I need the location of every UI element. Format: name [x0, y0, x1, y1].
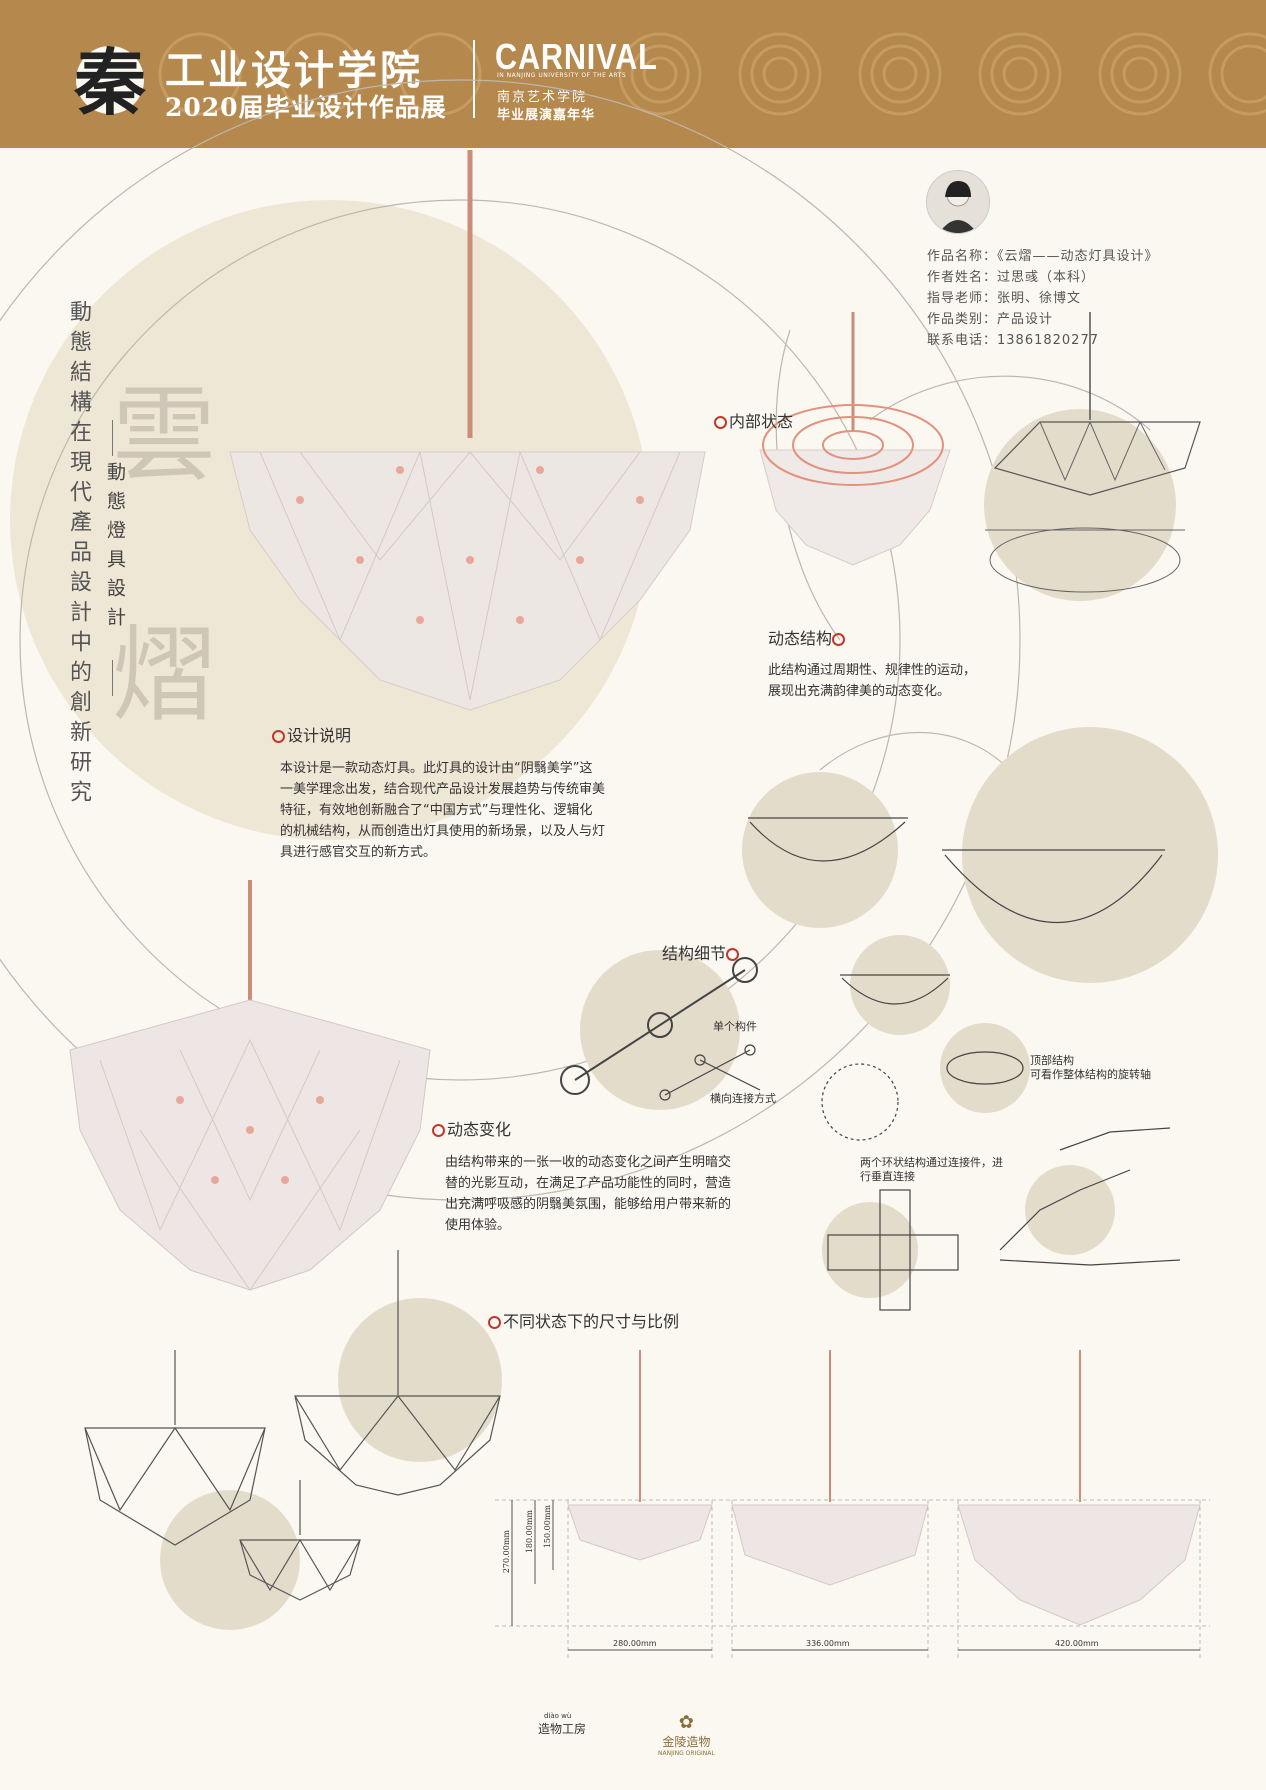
big-title-char-2: 熠 — [112, 614, 217, 736]
section-internal-state: 内部状态 — [714, 408, 793, 432]
header-divider — [473, 40, 475, 118]
vertical-subtitle: 動態燈具設計 — [104, 462, 126, 636]
carnival-title: CARNIVAL — [495, 36, 658, 77]
section-design-desc: 设计说明 — [272, 722, 351, 746]
subtitle-line-top — [112, 420, 113, 456]
info-category: 作品类别：产品设计 — [927, 312, 1054, 327]
dimension-height-small: 150.00mm — [543, 1505, 552, 1549]
label-horizontal-link: 横向连接方式 — [710, 1092, 776, 1105]
marker-icon — [726, 948, 740, 961]
section-dynamic-structure: 动态结构 — [768, 625, 847, 649]
label-ring-connect: 两个环状结构通过连接件，进 行垂直连接 — [860, 1156, 1003, 1183]
label-single-part: 单个构件 — [713, 1020, 757, 1033]
header-pattern — [158, 32, 1266, 116]
exhibition-title: 2020届毕业设计作品展 — [165, 93, 447, 122]
big-title-char-1: 雲 — [112, 374, 217, 496]
info-work-name: 作品名称：《云熠——动态灯具设计》 — [927, 249, 1159, 264]
section-dynamic-change: 动态变化 — [432, 1116, 511, 1140]
marker-icon — [714, 416, 727, 429]
avatar-illustration — [939, 181, 977, 233]
carnival-event: 毕业展演嘉年华 — [497, 108, 596, 123]
dimension-width-2: 336.00mm — [806, 1639, 850, 1648]
vertical-main-title: 動態結構在現代產品設計中的創新研究 — [66, 300, 91, 810]
dimension-width-1: 280.00mm — [613, 1639, 657, 1648]
section-structure-detail: 结构细节 — [662, 940, 741, 964]
section-size-ratio: 不同状态下的尺寸与比例 — [488, 1308, 679, 1332]
info-phone: 联系电话：13861820277 — [927, 333, 1099, 348]
dimension-height-total: 270.00mm — [502, 1530, 511, 1574]
dynamic-change-text: 由结构带来的一张一收的动态变化之间产生明暗交 替的光影互动，在满足了产品功能性的… — [445, 1155, 732, 1233]
seal-logo: 秦 — [73, 40, 147, 124]
dynamic-structure-text: 此结构通过周期性、规律性的运动， 展现出充满韵律美的动态变化。 — [768, 663, 977, 699]
marker-icon — [488, 1316, 501, 1329]
svg-text:秦: 秦 — [73, 40, 147, 124]
dimension-height-mid: 180.00mm — [525, 1510, 534, 1554]
header-banner: 秦 工业设计学院 2020届毕业设计作品展 CARNIVAL IN NANJIN… — [0, 0, 1266, 148]
info-teacher: 指导老师：张明、徐博文 — [927, 291, 1082, 306]
info-author: 作者姓名：过思彧（本科） — [927, 270, 1096, 285]
carnival-school: 南京艺术学院 — [497, 90, 588, 105]
marker-icon — [432, 1124, 445, 1137]
author-info: 作品名称：《云熠——动态灯具设计》 作者姓名：过思彧（本科） 指导老师：张明、徐… — [927, 246, 1159, 351]
flower-icon: ✿ — [678, 1712, 694, 1733]
carnival-subtitle: IN NANJING UNIVERSITY OF THE ARTS — [497, 72, 627, 79]
footer-logo-nanjing: ✿ 金陵造物 NANJING ORIGINAL — [658, 1712, 715, 1757]
marker-icon — [272, 730, 285, 743]
design-desc-text: 本设计是一款动态灯具。此灯具的设计由“阴翳美学”这 一美学理念出发，结合现代产品… — [280, 761, 606, 860]
marker-icon — [832, 633, 846, 646]
label-top-structure: 顶部结构 可看作整体结构的旋转轴 — [1030, 1054, 1151, 1081]
dimension-width-3: 420.00mm — [1055, 1639, 1099, 1648]
footer-logo-workshop: diào wù 造物工房 — [538, 1712, 587, 1736]
author-avatar — [926, 170, 990, 234]
subtitle-line-bottom — [112, 660, 113, 696]
